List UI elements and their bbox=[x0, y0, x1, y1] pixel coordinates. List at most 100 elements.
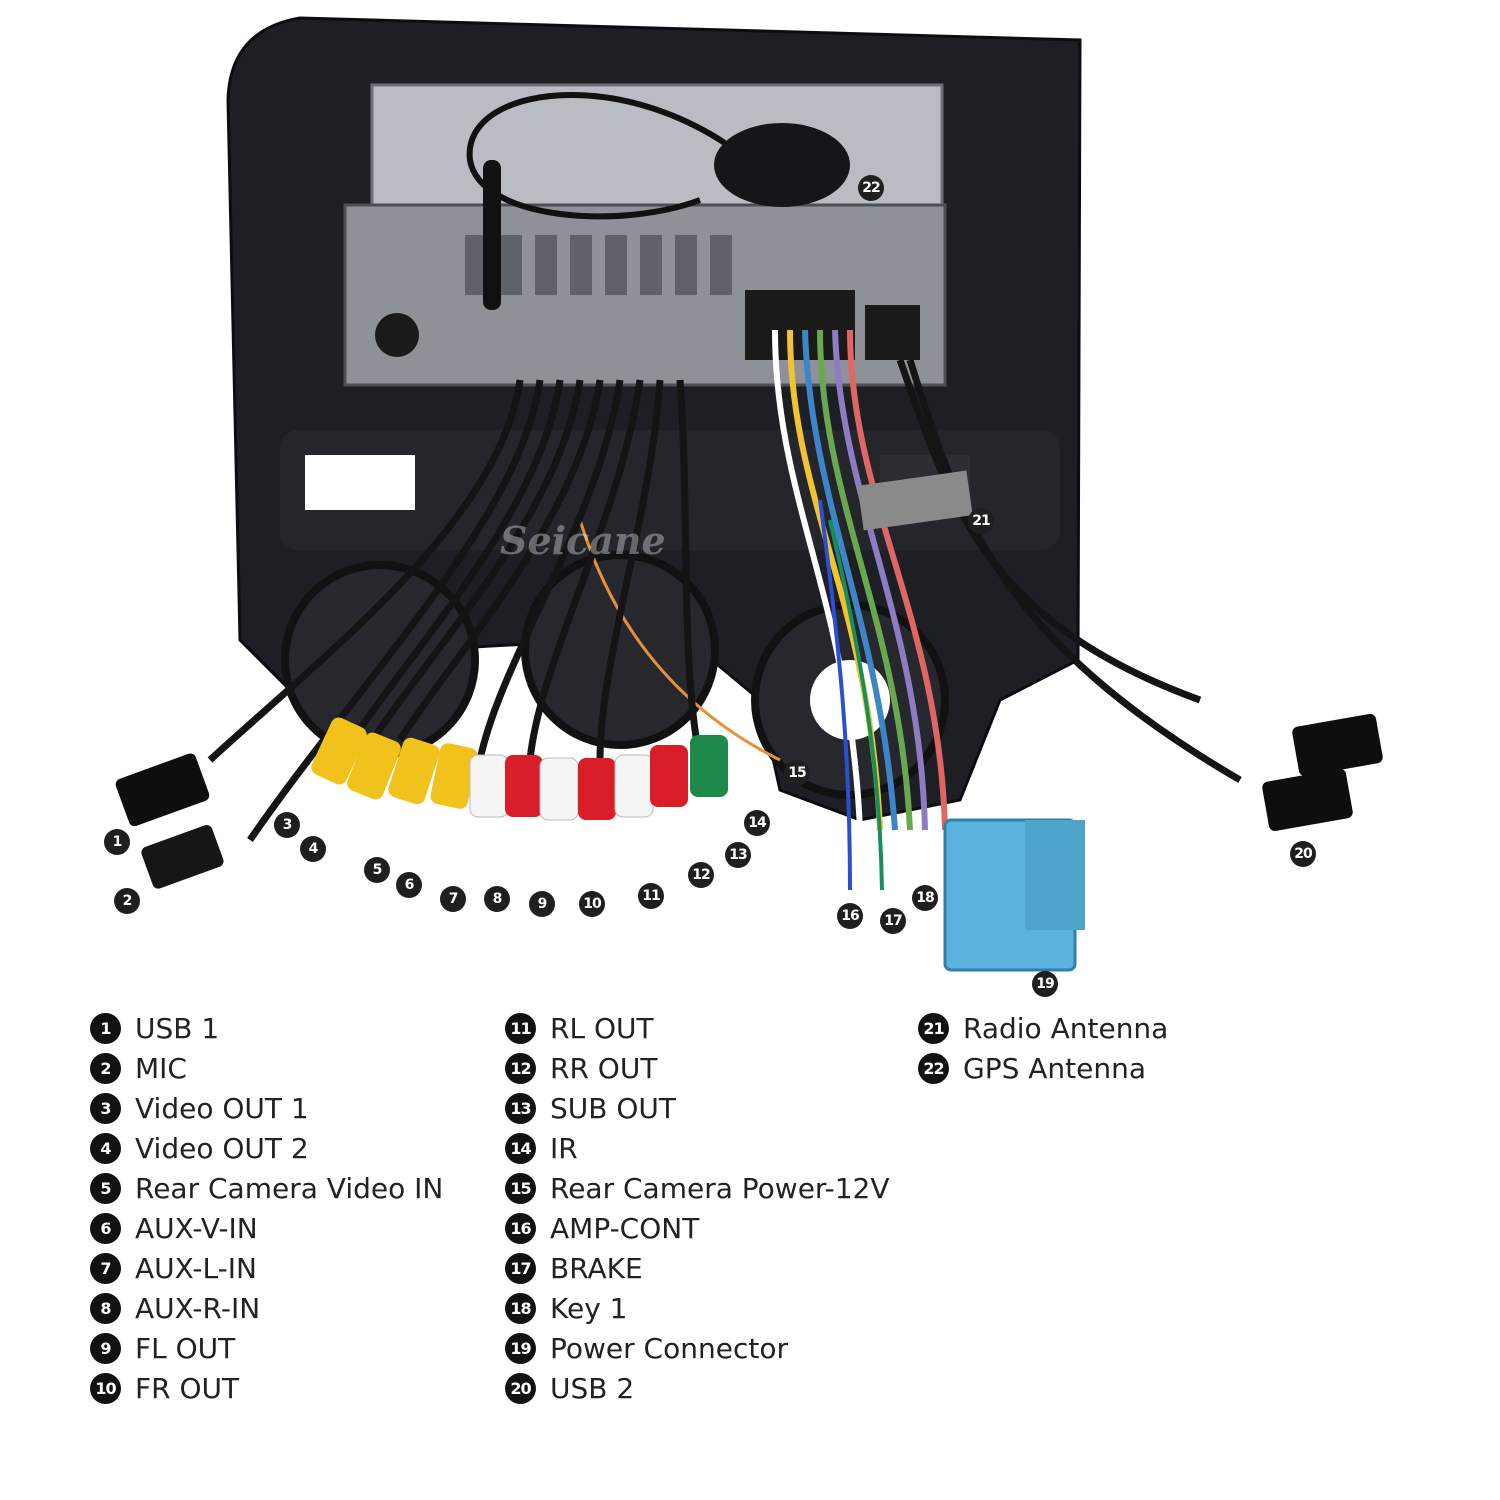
legend-number: 11 bbox=[505, 1012, 536, 1044]
radio-socket bbox=[375, 313, 419, 357]
legend-number: 20 bbox=[505, 1372, 536, 1404]
legend-number: 4 bbox=[90, 1132, 121, 1164]
callout-6: 6 bbox=[396, 872, 422, 898]
callout-21: 21 bbox=[968, 508, 994, 534]
legend-number: 22 bbox=[918, 1052, 949, 1084]
legend-label: Radio Antenna bbox=[963, 1011, 1169, 1045]
legend-label: Rear Camera Video IN bbox=[135, 1171, 444, 1205]
legend-number: 13 bbox=[505, 1092, 536, 1124]
grey-adapter bbox=[857, 470, 973, 531]
callout-18: 18 bbox=[912, 885, 938, 911]
rca-plugs bbox=[311, 717, 728, 821]
callout-1: 1 bbox=[104, 829, 130, 855]
legend-label: IR bbox=[550, 1131, 578, 1165]
legend-label: Rear Camera Power-12V bbox=[550, 1171, 890, 1205]
legend-number: 5 bbox=[90, 1172, 121, 1204]
callout-5: 5 bbox=[364, 857, 390, 883]
legend-label: USB 1 bbox=[135, 1011, 220, 1045]
head-unit-illustration bbox=[115, 16, 1383, 972]
legend-label: FL OUT bbox=[135, 1331, 236, 1365]
legend-label: Key 1 bbox=[550, 1291, 628, 1325]
legend-number: 19 bbox=[505, 1332, 536, 1364]
legend-number: 17 bbox=[505, 1252, 536, 1284]
legend-number: 18 bbox=[505, 1292, 536, 1324]
signal-cable-loom bbox=[207, 358, 1242, 842]
legend-number: 21 bbox=[918, 1012, 949, 1044]
legend-number: 1 bbox=[90, 1012, 121, 1044]
gps-antenna-puck bbox=[714, 123, 850, 207]
callout-13: 13 bbox=[725, 842, 751, 868]
legend-number: 16 bbox=[505, 1212, 536, 1244]
legend-number: 14 bbox=[505, 1132, 536, 1164]
legend-label: Video OUT 1 bbox=[135, 1091, 309, 1125]
callout-8: 8 bbox=[484, 886, 510, 912]
legend-item: 19 Power Connector bbox=[505, 1328, 890, 1368]
legend-label: RL OUT bbox=[550, 1011, 654, 1045]
legend-item: 4 Video OUT 2 bbox=[90, 1128, 443, 1168]
legend-label: Power Connector bbox=[550, 1331, 788, 1365]
callout-12: 12 bbox=[688, 862, 714, 888]
callout-16: 16 bbox=[837, 903, 863, 929]
callout-2: 2 bbox=[114, 888, 140, 914]
legend-item: 15 Rear Camera Power-12V bbox=[505, 1168, 890, 1208]
legend-number: 2 bbox=[90, 1052, 121, 1084]
legend-number: 6 bbox=[90, 1212, 121, 1244]
harness-wires bbox=[578, 329, 948, 891]
usb2-plug-b bbox=[1262, 768, 1353, 831]
wifi-antenna bbox=[483, 160, 501, 310]
legend-item: 21 Radio Antenna bbox=[918, 1008, 1168, 1048]
legend-item: 9 FL OUT bbox=[90, 1328, 443, 1368]
legend-item: 3 Video OUT 1 bbox=[90, 1088, 443, 1128]
legend-label: FR OUT bbox=[135, 1371, 240, 1405]
legend-item: 17 BRAKE bbox=[505, 1248, 890, 1288]
legend-label: BRAKE bbox=[550, 1251, 643, 1285]
legend-item: 14 IR bbox=[505, 1128, 890, 1168]
legend-number: 8 bbox=[90, 1292, 121, 1324]
legend-item: 6 AUX-V-IN bbox=[90, 1208, 443, 1248]
legend-number: 7 bbox=[90, 1252, 121, 1284]
callout-7: 7 bbox=[440, 886, 466, 912]
callout-9: 9 bbox=[529, 891, 555, 917]
vent-slot-left bbox=[305, 455, 415, 510]
legend-label: AUX-R-IN bbox=[135, 1291, 261, 1325]
legend-item: 5 Rear Camera Video IN bbox=[90, 1168, 443, 1208]
legend-number: 10 bbox=[90, 1372, 121, 1404]
legend-number: 9 bbox=[90, 1332, 121, 1364]
power-connector-latch bbox=[1025, 820, 1085, 930]
legend-label: SUB OUT bbox=[550, 1091, 677, 1125]
legend-item: 10 FR OUT bbox=[90, 1368, 443, 1408]
legend-item: 11 RL OUT bbox=[505, 1008, 890, 1048]
callout-11: 11 bbox=[638, 883, 664, 909]
callout-17: 17 bbox=[880, 908, 906, 934]
legend-item: 13 SUB OUT bbox=[505, 1088, 890, 1128]
legend-label: USB 2 bbox=[550, 1371, 635, 1405]
legend-number: 15 bbox=[505, 1172, 536, 1204]
callout-20: 20 bbox=[1290, 841, 1316, 867]
callout-19: 19 bbox=[1032, 971, 1058, 997]
callout-22: 22 bbox=[858, 175, 884, 201]
chassis-slots bbox=[465, 235, 732, 295]
mic-plug bbox=[141, 825, 224, 889]
usb2-plug-a bbox=[1292, 713, 1383, 776]
callout-14: 14 bbox=[744, 810, 770, 836]
legend-number: 3 bbox=[90, 1092, 121, 1124]
usb-socket bbox=[865, 305, 920, 360]
legend-item: 20 USB 2 bbox=[505, 1368, 890, 1408]
callout-4: 4 bbox=[300, 836, 326, 862]
legend-item: 18 Key 1 bbox=[505, 1288, 890, 1328]
callout-15: 15 bbox=[784, 760, 810, 786]
legend-label: AUX-V-IN bbox=[135, 1211, 258, 1245]
brand-watermark: Seicane bbox=[500, 518, 666, 563]
legend-label: MIC bbox=[135, 1051, 187, 1085]
legend-item: 8 AUX-R-IN bbox=[90, 1288, 443, 1328]
legend-number: 12 bbox=[505, 1052, 536, 1084]
usb1-plug bbox=[115, 753, 210, 827]
legend-label: Video OUT 2 bbox=[135, 1131, 309, 1165]
